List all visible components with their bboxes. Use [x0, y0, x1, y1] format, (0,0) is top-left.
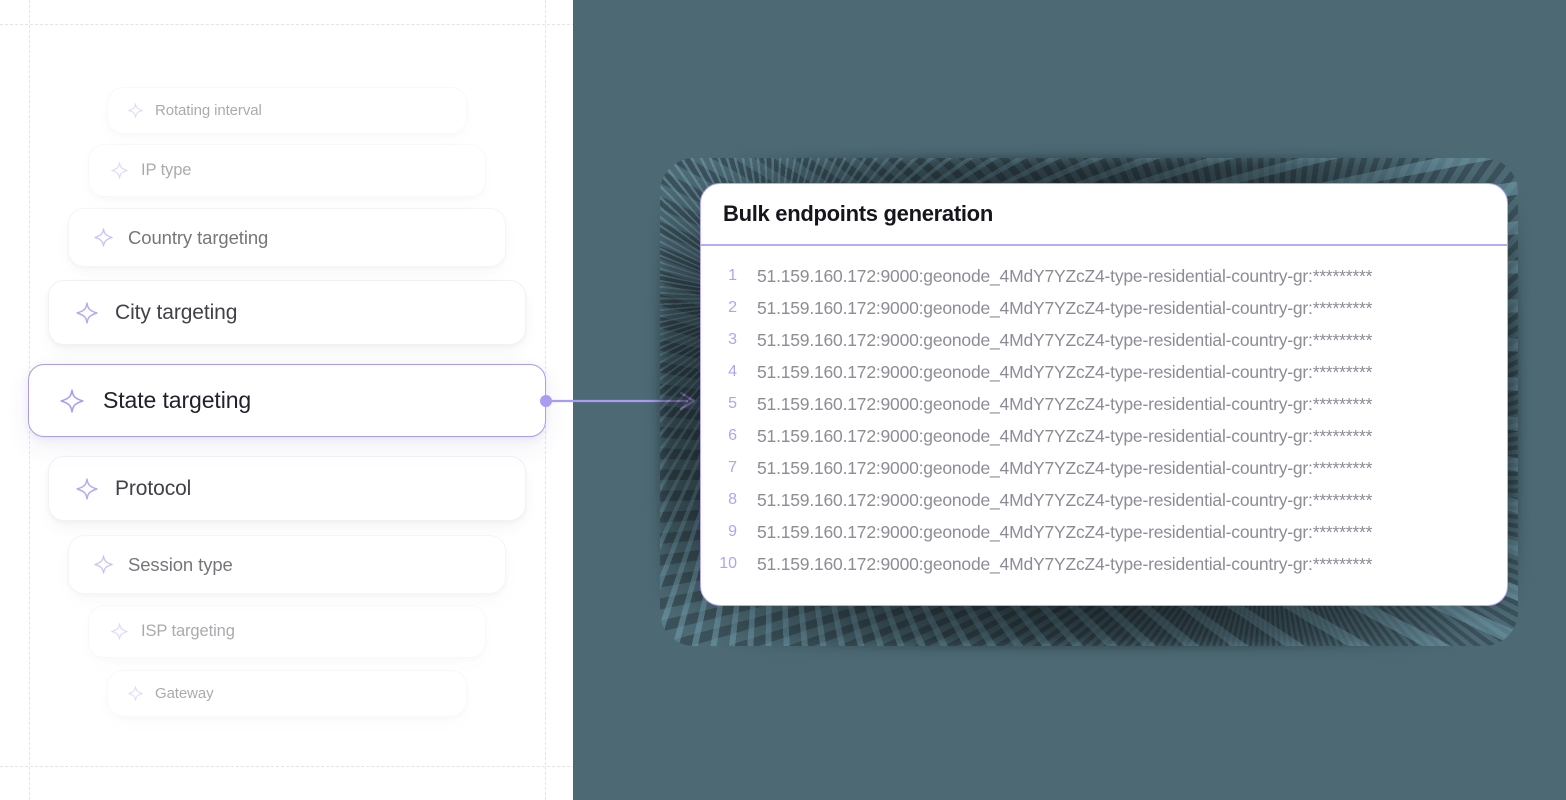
feature-card-state-targeting[interactable]: State targeting [28, 364, 546, 437]
feature-card-protocol[interactable]: Protocol [48, 456, 526, 521]
endpoint-row[interactable]: 3 51.159.160.172:9000:geonode_4MdY7YZcZ4-… [701, 324, 1507, 356]
sparkle-icon [128, 686, 143, 701]
endpoint-row[interactable]: 9 51.159.160.172:9000:geonode_4MdY7YZcZ4-… [701, 516, 1507, 548]
line-number: 8 [728, 491, 737, 508]
endpoint-text: 51.159.160.172:9000:geonode_4MdY7YZcZ4-t… [757, 361, 1373, 382]
feature-card-label: IP type [141, 161, 192, 179]
feature-card-label: ISP targeting [141, 622, 235, 640]
feature-card-label: Protocol [115, 476, 192, 500]
endpoint-text: 51.159.160.172:9000:geonode_4MdY7YZcZ4-t… [757, 553, 1373, 574]
line-number: 7 [728, 459, 737, 476]
bulk-endpoints-panel: Bulk endpoints generation 1 51.159.160.17… [700, 183, 1508, 606]
feature-card-label: Country targeting [128, 226, 269, 248]
endpoint-text: 51.159.160.172:9000:geonode_4MdY7YZcZ4-t… [757, 265, 1373, 286]
panel-header: Bulk endpoints generation [701, 184, 1507, 246]
line-number: 2 [728, 299, 737, 316]
feature-card-label: Rotating interval [155, 102, 262, 119]
feature-card-session-type[interactable]: Session type [68, 535, 506, 594]
line-number: 1 [728, 267, 737, 284]
sparkle-icon [60, 388, 84, 413]
sparkle-icon [128, 103, 143, 118]
endpoint-text: 51.159.160.172:9000:geonode_4MdY7YZcZ4-t… [757, 521, 1373, 542]
sparkle-icon [111, 162, 128, 179]
sparkle-icon [76, 301, 98, 324]
line-number: 3 [728, 331, 737, 348]
feature-card-gateway[interactable]: Gateway [107, 670, 467, 717]
line-number: 10 [719, 555, 737, 572]
feature-card-label: City targeting [115, 300, 238, 324]
endpoint-text: 51.159.160.172:9000:geonode_4MdY7YZcZ4-t… [757, 393, 1373, 414]
feature-card-ip-type[interactable]: IP type [88, 144, 486, 197]
feature-card-rotating-interval[interactable]: Rotating interval [107, 87, 467, 134]
sparkle-icon [111, 623, 128, 640]
feature-card-country-targeting[interactable]: Country targeting [68, 208, 506, 267]
endpoint-text: 51.159.160.172:9000:geonode_4MdY7YZcZ4-t… [757, 489, 1373, 510]
endpoint-text: 51.159.160.172:9000:geonode_4MdY7YZcZ4-t… [757, 297, 1373, 318]
endpoint-text: 51.159.160.172:9000:geonode_4MdY7YZcZ4-t… [757, 457, 1373, 478]
endpoint-row[interactable]: 7 51.159.160.172:9000:geonode_4MdY7YZcZ4-… [701, 452, 1507, 484]
endpoint-row[interactable]: 5 51.159.160.172:9000:geonode_4MdY7YZcZ4-… [701, 388, 1507, 420]
endpoint-row[interactable]: 1 51.159.160.172:9000:geonode_4MdY7YZcZ4-… [701, 260, 1507, 292]
endpoint-row[interactable]: 10 51.159.160.172:9000:geonode_4MdY7YZcZ4… [701, 548, 1507, 580]
endpoint-list[interactable]: 1 51.159.160.172:9000:geonode_4MdY7YZcZ4-… [701, 246, 1507, 590]
endpoint-row[interactable]: 2 51.159.160.172:9000:geonode_4MdY7YZcZ4-… [701, 292, 1507, 324]
line-number: 6 [728, 427, 737, 444]
endpoint-text: 51.159.160.172:9000:geonode_4MdY7YZcZ4-t… [757, 425, 1373, 446]
sparkle-icon [76, 477, 98, 500]
line-number: 5 [728, 395, 737, 412]
feature-card-isp-targeting[interactable]: ISP targeting [88, 605, 486, 658]
sparkle-icon [94, 555, 113, 574]
sparkle-icon [94, 228, 113, 247]
guide-line-horizontal-bottom [0, 766, 573, 767]
endpoint-row[interactable]: 4 51.159.160.172:9000:geonode_4MdY7YZcZ4-… [701, 356, 1507, 388]
line-number: 4 [728, 363, 737, 380]
endpoint-row[interactable]: 6 51.159.160.172:9000:geonode_4MdY7YZcZ4-… [701, 420, 1507, 452]
feature-card-label: State targeting [103, 387, 252, 413]
line-number: 9 [728, 523, 737, 540]
guide-line-horizontal-top [0, 24, 573, 25]
feature-card-label: Gateway [155, 685, 214, 702]
feature-card-label: Session type [128, 553, 233, 575]
endpoint-row[interactable]: 8 51.159.160.172:9000:geonode_4MdY7YZcZ4-… [701, 484, 1507, 516]
feature-card-city-targeting[interactable]: City targeting [48, 280, 526, 345]
endpoint-text: 51.159.160.172:9000:geonode_4MdY7YZcZ4-t… [757, 329, 1373, 350]
panel-title: Bulk endpoints generation [723, 201, 993, 226]
